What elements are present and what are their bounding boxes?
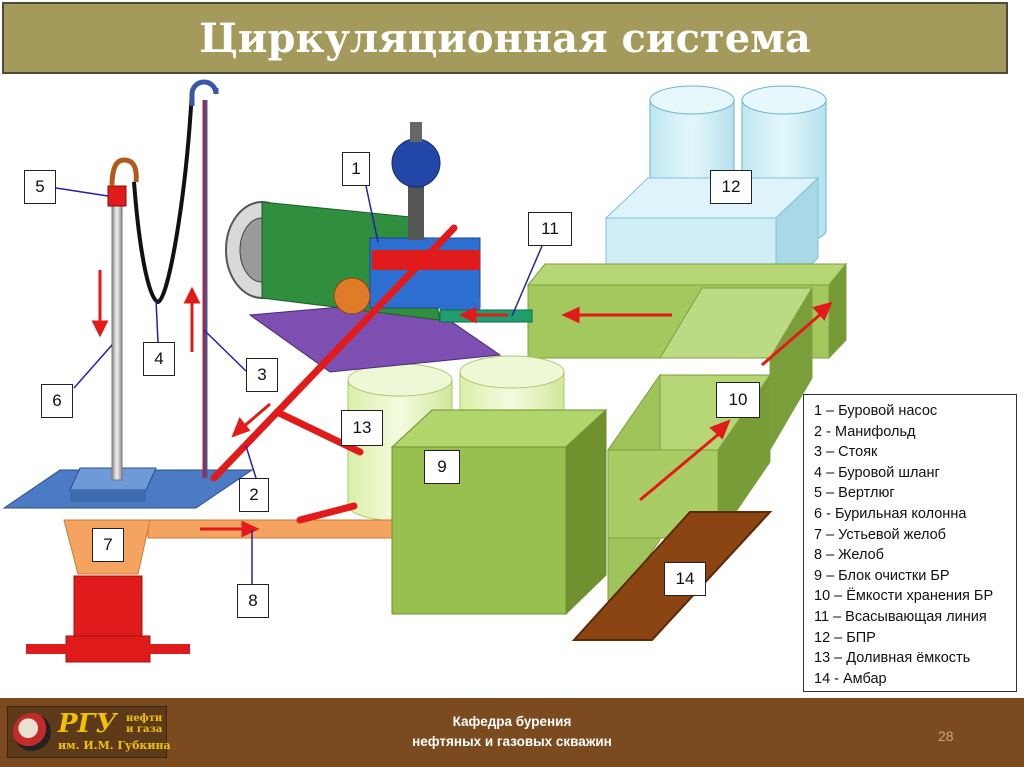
legend-item: 4 – Буровой шланг	[814, 464, 940, 481]
legend-item: 9 – Блок очистки БР	[814, 567, 950, 584]
title-bar: Циркуляционная система	[2, 2, 1008, 74]
rig-floor	[2, 467, 254, 509]
legend-item: 13 – Доливная ёмкость	[814, 650, 971, 667]
emblem-icon	[13, 713, 51, 751]
legend-item: 7 – Устьевой желоб	[814, 526, 946, 543]
page-title: Циркуляционная система	[199, 14, 811, 62]
logo-main: РГУ	[58, 709, 117, 739]
label-13: 13	[341, 410, 383, 446]
legend: 1 – Буровой насос 2 - Манифольд 3 – Стоя…	[803, 394, 1017, 692]
legend-item: 2 - Манифольд	[814, 423, 916, 440]
department-line-1: Кафедра бурения	[452, 714, 572, 729]
label-3: 3	[246, 358, 278, 392]
logo-sub: им. И.М. Губкина	[58, 739, 171, 752]
label-14: 14	[664, 562, 706, 596]
legend-item: 3 – Стояк	[814, 444, 878, 461]
trough	[147, 519, 393, 539]
cleaning-block	[390, 408, 608, 616]
label-4: 4	[143, 342, 175, 376]
circulation-diagram: 1 2 3 4 5 6 7 8 9 10 11 12 13 14	[0, 78, 1024, 698]
drilling-hose	[132, 89, 194, 305]
label-11: 11	[528, 212, 572, 246]
legend-item: 11 – Всасывающая линия	[814, 608, 987, 625]
legend-item: 8 – Желоб	[814, 547, 884, 564]
label-8: 8	[237, 584, 269, 618]
legend-item: 6 - Бурильная колонна	[814, 505, 967, 522]
label-5: 5	[24, 170, 56, 204]
diagram-canvas	[2, 79, 848, 663]
drill-string	[107, 157, 139, 481]
label-9: 9	[424, 450, 460, 484]
label-6: 6	[41, 384, 73, 418]
university-logo: РГУ нефти и газа им. И.М. Губкина	[7, 706, 171, 758]
legend-item: 5 – Вертлюг	[814, 485, 895, 502]
department-name: Кафедра бурения нефтяных и газовых скваж…	[350, 712, 674, 752]
label-2: 2	[239, 478, 269, 512]
leader-lines	[55, 185, 543, 584]
legend-item: 10 – Ёмкости хранения БР	[814, 588, 994, 605]
flow-arrows	[91, 270, 833, 538]
logo-side: нефти и газа	[126, 713, 163, 735]
legend-item: 14 - Амбар	[814, 670, 887, 687]
legend-item: 1 – Буровой насос	[814, 403, 938, 419]
label-1: 1	[342, 152, 370, 186]
mud-pump	[225, 122, 502, 373]
department-line-2: нефтяных и газовых скважин	[412, 734, 612, 749]
label-7: 7	[92, 528, 124, 562]
storage-tanks	[526, 262, 848, 616]
legend-item: 12 – БПР	[814, 629, 876, 646]
label-12: 12	[710, 170, 752, 204]
footer: РГУ нефти и газа им. И.М. Губкина Кафедр…	[0, 698, 1024, 767]
page-number: 28	[938, 728, 954, 744]
label-10: 10	[716, 382, 760, 418]
